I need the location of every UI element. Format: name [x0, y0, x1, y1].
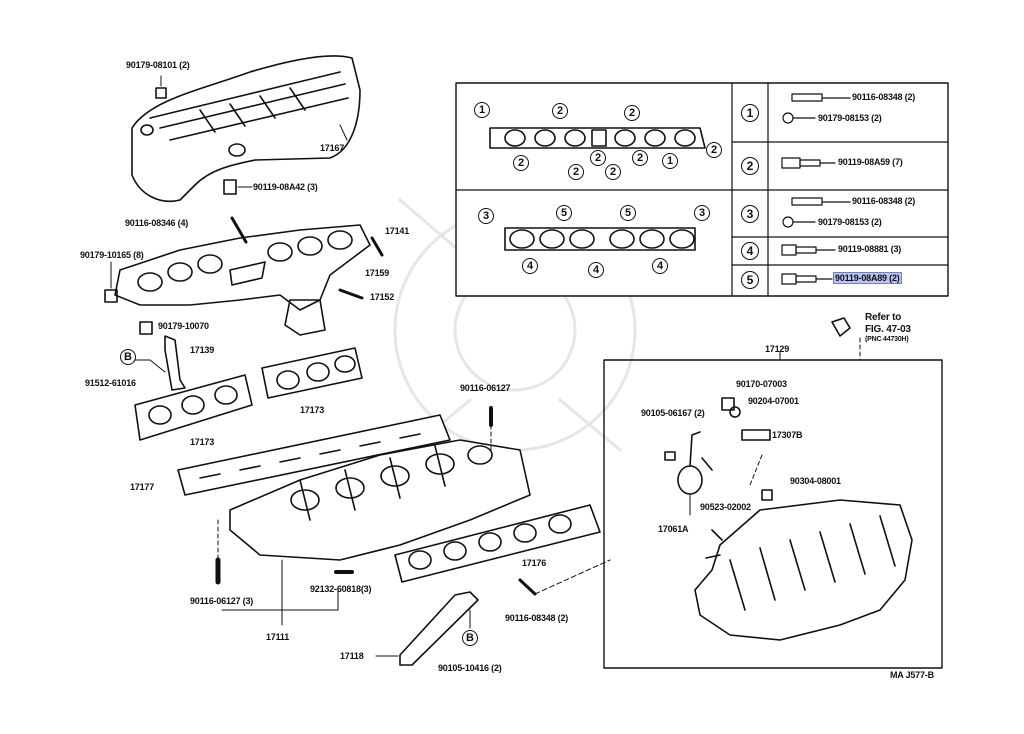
table-row-2-item-1[interactable]: 90119-08A59 (7): [838, 157, 903, 167]
label-17152[interactable]: 17152: [370, 292, 395, 302]
intake-manifold-17111: [229, 439, 531, 561]
inset-marker-2d: 2: [568, 164, 584, 180]
label-17177[interactable]: 17177: [130, 482, 155, 492]
label-90304-08001[interactable]: 90304-08001: [790, 476, 841, 486]
inset-marker-2e: 2: [590, 150, 606, 166]
label-17173-left[interactable]: 17173: [190, 437, 215, 447]
stud-90116-08348-bottom: [518, 578, 537, 596]
nut-90179-08101: [155, 87, 167, 99]
inset-marker-2a: 2: [552, 103, 568, 119]
label-17118[interactable]: 17118: [340, 651, 364, 661]
label-90179-10070[interactable]: 90179-10070: [158, 321, 209, 331]
refer-pnc: (PNC 44730H): [865, 336, 909, 343]
bolt-b-marker-lower: B: [462, 630, 478, 646]
inset-marker-2f: 2: [605, 164, 621, 180]
inset-marker-1b: 1: [662, 153, 678, 169]
inset-upper-gasket: [489, 127, 706, 149]
diagram-code: MA J577-B: [890, 670, 934, 680]
label-17167[interactable]: 17167: [320, 143, 345, 153]
inset-lower-gasket: [504, 227, 696, 251]
stud-17159: [370, 236, 384, 257]
label-17176[interactable]: 17176: [522, 558, 547, 568]
refer-fig-link[interactable]: FIG. 47-03: [865, 324, 911, 335]
table-row-2-number: 2: [741, 157, 759, 175]
stud-90116-08346: [230, 216, 248, 244]
label-90116-08348-bottom[interactable]: 90116-08348 (2): [505, 613, 569, 623]
stud-17152: [338, 288, 364, 300]
label-90105-06167[interactable]: 90105-06167 (2): [641, 408, 705, 418]
exhaust-manifold-17141: [114, 224, 371, 336]
inset-marker-5b: 5: [620, 205, 636, 221]
label-17139[interactable]: 17139: [190, 345, 215, 355]
gasket-90204-07001: [729, 406, 741, 418]
inset-marker-4a: 4: [522, 258, 538, 274]
label-90116-08346[interactable]: 90116-08346 (4): [125, 218, 189, 228]
vsv-17061A: [677, 431, 713, 495]
inset-marker-4b: 4: [588, 262, 604, 278]
table-row-1-item-1[interactable]: 90116-08348 (2): [852, 92, 916, 102]
leader-17167: [339, 124, 348, 141]
table-row-3-item-2[interactable]: 90179-08153 (2): [818, 217, 882, 227]
label-90105-10416[interactable]: 90105-10416 (2): [438, 663, 502, 673]
bolt-90105-06167: [664, 451, 676, 461]
label-90119-08A42[interactable]: 90119-08A42 (3): [253, 182, 318, 192]
label-90170-07003[interactable]: 90170-07003: [736, 379, 787, 389]
inset-marker-3a: 3: [478, 208, 494, 224]
heat-shield-17167: [131, 55, 361, 202]
gasket-17176: [394, 504, 601, 583]
inset-marker-1a: 1: [474, 102, 490, 118]
inset-marker-2b: 2: [624, 105, 640, 121]
union-17307B: [741, 429, 771, 441]
inset-marker-2g: 2: [632, 150, 648, 166]
label-91512-61016[interactable]: 91512-61016: [85, 378, 136, 388]
table-row-4-item-1[interactable]: 90119-08881 (3): [838, 244, 902, 254]
table-row-5-number: 5: [741, 271, 759, 289]
table-row-5-item-1-highlighted[interactable]: 90119-08A89 (2): [833, 272, 902, 284]
table-bolt-icons: [781, 93, 851, 285]
refer-line1: Refer to: [865, 312, 902, 323]
refer-connector: [831, 317, 851, 337]
bolt-90119-08A42: [223, 179, 237, 195]
label-17111[interactable]: 17111: [266, 632, 290, 642]
intake-chamber-box: [603, 359, 943, 669]
label-17141[interactable]: 17141: [385, 226, 410, 236]
inset-marker-2h: 2: [706, 142, 722, 158]
label-90116-06127-bottom[interactable]: 90116-06127 (3): [190, 596, 254, 606]
label-90523-02002[interactable]: 90523-02002: [700, 502, 751, 512]
label-17173-right[interactable]: 17173: [300, 405, 325, 415]
table-row-1-number: 1: [741, 104, 759, 122]
gasket-17173-right: [261, 347, 363, 399]
inset-marker-2c: 2: [513, 155, 529, 171]
bracket-17139: [164, 335, 186, 391]
inset-marker-4c: 4: [652, 258, 668, 274]
nut-90179-10070: [139, 321, 153, 335]
stay-17118: [399, 591, 479, 666]
union-90170-07003: [721, 397, 735, 411]
gasket-17177: [177, 414, 451, 496]
inset-marker-5a: 5: [556, 205, 572, 221]
label-90179-10165[interactable]: 90179-10165 (8): [80, 250, 144, 260]
inset-marker-3b: 3: [694, 205, 710, 221]
label-17129[interactable]: 17129: [765, 344, 790, 354]
table-row-3-item-1[interactable]: 90116-08348 (2): [852, 196, 916, 206]
table-row-4-number: 4: [741, 242, 759, 260]
label-17307B[interactable]: 17307B: [772, 430, 803, 440]
air-intake-chamber: [694, 499, 913, 641]
label-92132-60818[interactable]: 92132-60818(3): [310, 584, 372, 594]
gasket-17173-left: [134, 374, 253, 441]
bolt-b-marker-upper: B: [120, 349, 136, 365]
label-90179-08101[interactable]: 90179-08101 (2): [126, 60, 190, 70]
nut-90179-10165: [104, 289, 118, 303]
label-90116-06127-top[interactable]: 90116-06127: [460, 383, 511, 393]
table-row-3-number: 3: [741, 205, 759, 223]
label-17159[interactable]: 17159: [365, 268, 390, 278]
label-90204-07001[interactable]: 90204-07001: [748, 396, 799, 406]
label-17061A[interactable]: 17061A: [658, 524, 689, 534]
plug-90304-08001: [761, 489, 773, 501]
table-row-1-item-2[interactable]: 90179-08153 (2): [818, 113, 882, 123]
